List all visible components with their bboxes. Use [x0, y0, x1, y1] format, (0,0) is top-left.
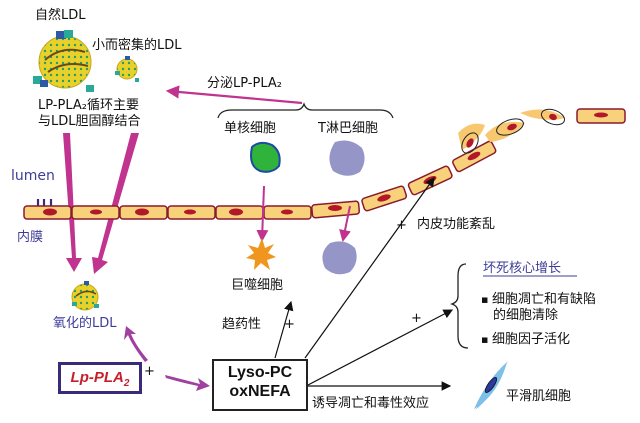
lppla2-enzyme-label: Lp-PLA — [70, 369, 124, 386]
endothelial-cell — [263, 205, 312, 220]
oxidized-ldl-label: 氧化的LDL — [53, 316, 117, 331]
macrophage-label: 巨噬细胞 — [231, 278, 284, 293]
macrophage-cell — [246, 238, 276, 270]
smooth-muscle-label: 平滑肌细胞 — [506, 389, 572, 404]
oxidation-arrow — [124, 326, 148, 362]
monocyte-migration-arrow — [256, 185, 269, 242]
monocyte-label: 单核细胞 — [224, 121, 277, 136]
endothelial-cell — [215, 205, 264, 220]
t-cell-migration-arrow — [339, 205, 351, 242]
endothelial-cell — [407, 165, 453, 196]
endothelial-cell — [167, 205, 216, 220]
endothelial-plus: + — [396, 218, 407, 233]
chemotaxis-arrow — [274, 300, 294, 359]
hydrolysis-arrow — [165, 375, 210, 391]
cell-group-brace — [217, 102, 394, 119]
intima-label: 内膜 — [17, 230, 44, 245]
chemotaxis-label: 趋药性 — [222, 317, 262, 332]
lumen-label: lumen — [11, 168, 55, 184]
smooth-muscle-nucleus — [484, 377, 498, 393]
oxidized-ldl-particle — [71, 281, 99, 311]
necrotic-core-arrow — [307, 309, 454, 386]
endothelial-cell — [311, 200, 361, 219]
lppla2-enzyme-box: Lp-PLA2 — [58, 362, 142, 394]
ldl-entry-arrows — [63, 133, 139, 274]
natural-ldl-particle — [33, 30, 94, 92]
secrete-label: 分泌LP-PLA₂ — [207, 76, 282, 91]
necrotic-core-brace — [449, 263, 469, 349]
endothelial-cell — [452, 140, 497, 173]
apoptosis-toxic-label: 诱导凋亡和毒性效应 — [312, 396, 430, 411]
endothelial-cell — [23, 205, 72, 220]
t-cell-intima — [322, 241, 357, 275]
monocyte-cell — [250, 141, 281, 173]
small-dense-ldl-particle — [115, 56, 139, 82]
t-cell — [329, 140, 365, 176]
endothelial-cell — [119, 205, 168, 220]
endothelial-dysfunction-arrow — [304, 177, 435, 359]
lppla2-binding-line1: LP-PLA₂循环主要 — [38, 98, 139, 113]
lyso-pc-label: Lyso-PC — [227, 364, 293, 381]
endothelial-cell — [576, 108, 626, 124]
endothelial-cell — [71, 205, 120, 220]
oxnefa-label: oxNEFA — [229, 383, 291, 400]
endothelial-cell — [361, 185, 408, 212]
detached-endothelial-cell — [458, 123, 485, 154]
lppla2-enzyme-subscript: 2 — [123, 378, 130, 389]
t-cell-label: T淋巴细胞 — [318, 121, 378, 136]
chemotaxis-plus: + — [284, 317, 295, 332]
necrotic-core-heading: 坏死核心增长 — [483, 261, 562, 276]
natural-ldl-label: 自然LDL — [35, 8, 86, 23]
bullet-cytokine: 细胞因子活化 — [481, 332, 570, 347]
bullet-apoptosis-line1: 细胞凋亡和有缺陷 — [481, 292, 596, 307]
enzyme-plus: + — [144, 364, 155, 379]
lyso-pc-oxnefa-box: Lyso-PC oxNEFA — [212, 359, 308, 411]
necrotic-plus: + — [411, 311, 422, 326]
secrete-arrow — [165, 85, 303, 105]
endothelial-dysfunction-label: 内皮功能紊乱 — [417, 217, 496, 232]
detached-endothelial-cell — [485, 118, 525, 142]
bullet-apoptosis-line2: 的细胞清除 — [493, 308, 559, 323]
lppla2-binding-line2: 与LDL胆固醇结合 — [38, 114, 141, 129]
small-dense-ldl-label: 小而密集的LDL — [92, 38, 182, 53]
detached-endothelial-cell — [520, 108, 566, 126]
endothelium-layer — [23, 108, 626, 220]
